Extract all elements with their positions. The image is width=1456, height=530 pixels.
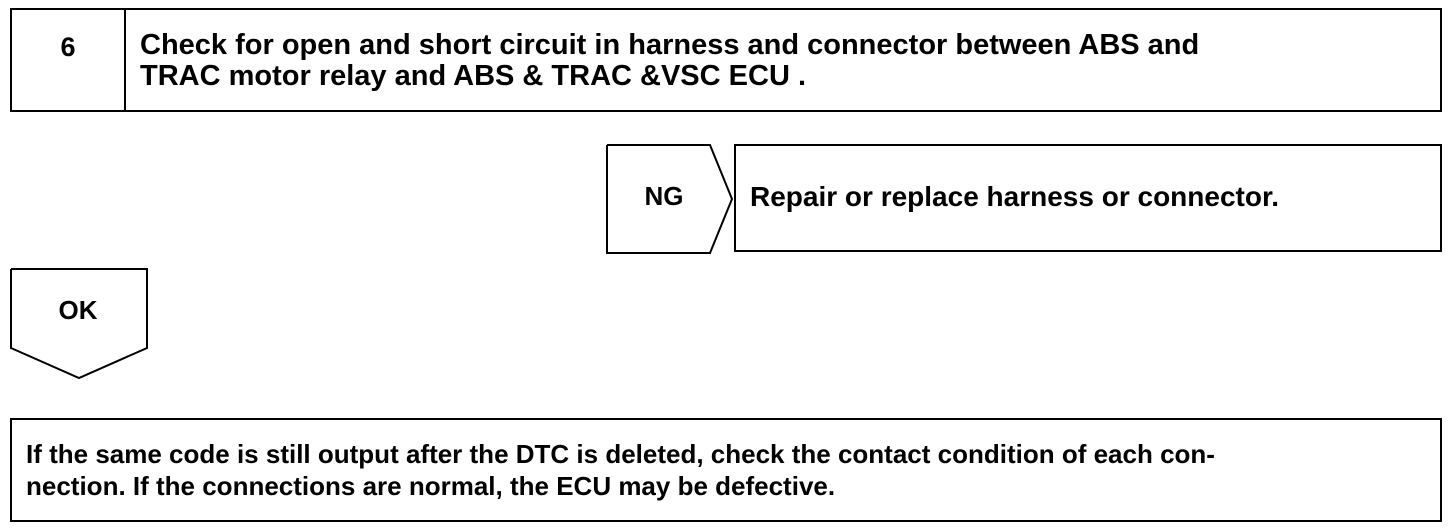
step-title-line-1: Check for open and short circuit in harn… <box>140 29 1200 61</box>
step-title: Check for open and short circuit in harn… <box>140 30 1420 92</box>
ng-result-text: Repair or replace harness or connector. <box>750 181 1280 212</box>
ok-label: OK <box>58 295 98 325</box>
ok-arrow-shape <box>10 268 148 380</box>
ng-label: NG <box>644 181 684 211</box>
final-text-line-1: If the same code is still output after t… <box>26 439 1215 469</box>
step-title-line-2: TRAC motor relay and ABS & TRAC &VSC ECU… <box>140 60 806 92</box>
final-box: If the same code is still output after t… <box>10 418 1442 522</box>
final-text: If the same code is still output after t… <box>26 438 1426 502</box>
ng-result-box: Repair or replace harness or connector. <box>734 144 1442 252</box>
final-text-line-2: nection. If the connections are normal, … <box>26 471 836 501</box>
ng-arrow-shape <box>606 144 734 254</box>
step-number: 6 <box>12 10 126 110</box>
step-box: 6 Check for open and short circuit in ha… <box>10 8 1442 112</box>
